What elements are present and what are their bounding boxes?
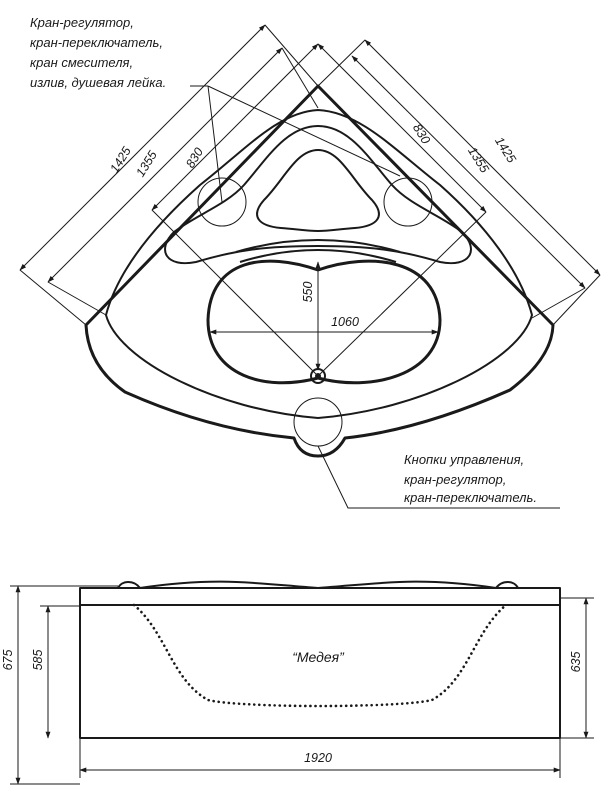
dim-height-body: 585 <box>31 650 45 671</box>
buttons-callout-line-3: кран-переключатель. <box>404 490 537 505</box>
model-name: “Медея” <box>292 649 345 665</box>
side-body <box>79 604 561 739</box>
center-dimensions: 550 1060 <box>209 261 439 371</box>
dim-length: 1920 <box>304 751 332 765</box>
top-view: 1425 1355 830 1425 1355 830 550 1060 Кра… <box>19 15 601 509</box>
right-dimensions: 1425 1355 830 <box>317 39 601 377</box>
side-view: “Медея” 675 585 635 1920 <box>1 580 594 785</box>
dim-width: 1060 <box>331 315 359 329</box>
buttons-circle <box>293 397 343 447</box>
faucet-callout-line-4: излив, душевая лейка. <box>30 75 166 90</box>
side-inner-contour-dotted <box>132 603 508 708</box>
tub-basin <box>206 259 442 385</box>
dim-left-inner: 830 <box>183 145 206 170</box>
buttons-callout-line-1: Кнопки управления, <box>404 452 524 467</box>
faucet-callout-line-1: Кран-регулятор, <box>30 15 134 30</box>
dim-depth: 550 <box>301 282 315 303</box>
side-rim <box>79 587 561 606</box>
dim-right-inner: 830 <box>410 121 433 146</box>
dim-right-outer: 1425 <box>492 134 519 165</box>
side-headrest <box>117 580 519 589</box>
faucet-callout-line-3: кран смесителя, <box>30 55 133 70</box>
buttons-callout-line-2: кран-регулятор, <box>404 472 506 487</box>
left-dimensions: 1425 1355 830 <box>19 24 319 377</box>
dim-height-total: 675 <box>1 650 15 671</box>
tub-outer-rim <box>84 84 555 458</box>
buttons-callout-leader <box>317 445 560 509</box>
dim-right-mid: 1355 <box>465 144 492 175</box>
faucet-circle-right <box>383 177 433 227</box>
faucet-callout-line-2: кран-переключатель, <box>30 35 163 50</box>
dim-height-right: 635 <box>569 652 583 673</box>
tub-headrest <box>256 149 380 232</box>
